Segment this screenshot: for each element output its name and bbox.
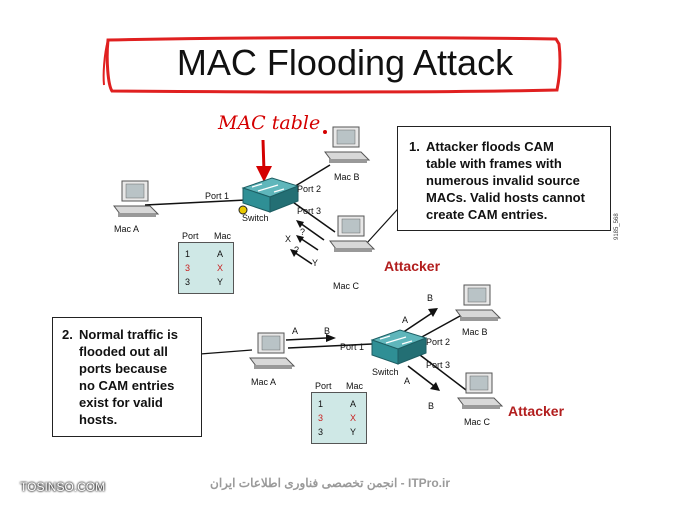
flood-up-label-a: A	[402, 315, 409, 325]
callout-1-line: Attacker floods CAM	[426, 139, 554, 154]
label-mac-b-top: Mac B	[334, 172, 360, 182]
flood-down-label-b: B	[428, 401, 435, 411]
callout-2-number: 2.	[62, 327, 73, 342]
label-port1-bottom: Port 1	[340, 342, 365, 352]
callout-1-line: MACs. Valid hosts cannot	[426, 190, 585, 205]
callout-2-line: hosts.	[79, 412, 118, 427]
pc-icon-mac-b	[455, 284, 502, 321]
cam-header-port-top: Port	[182, 231, 199, 241]
label-mac-c-top: Mac C	[333, 281, 360, 291]
label-mac-a-top: Mac A	[114, 224, 140, 234]
callout-1-line: table with frames with	[426, 156, 562, 171]
label-port1-top: Port 1	[205, 191, 230, 201]
cam-table-top: 1 A 3 X 3 Y	[178, 242, 234, 294]
callout-2-line: flooded out all	[79, 344, 168, 359]
callout-1-number: 1.	[409, 139, 420, 154]
cam-cell: Y	[217, 277, 224, 287]
label-port2-bottom: Port 2	[426, 337, 451, 347]
cam-cell: X	[217, 263, 224, 273]
flow-label-a: A	[292, 326, 299, 336]
switch-icon	[370, 329, 428, 365]
label-mac-b-bottom: Mac B	[462, 327, 488, 337]
label-port3-top: Port 3	[297, 206, 322, 216]
callout-2-line: exist for valid	[79, 395, 163, 410]
pc-icon-mac-b	[324, 126, 371, 163]
label-mac-c-bottom: Mac C	[464, 417, 491, 427]
flood-down-label-a: A	[404, 376, 411, 386]
footer-watermark-left: TOSINSO.COM	[20, 480, 106, 494]
cam-cell: 1	[185, 249, 191, 259]
callout-2-line: ports because	[79, 361, 168, 376]
attacker-label-top: Attacker	[384, 258, 441, 274]
cam-header-port-bottom: Port	[315, 381, 332, 391]
cam-cell: A	[217, 249, 224, 259]
cam-cell: X	[350, 413, 357, 423]
cam-cell: 3	[185, 277, 191, 287]
cam-cell: 3	[185, 263, 191, 273]
pc-icon-mac-c	[457, 372, 504, 409]
label-switch-top: Switch	[242, 213, 269, 223]
callout-1-line: create CAM entries.	[426, 207, 548, 222]
cam-cell: 3	[318, 413, 324, 423]
attacker-label-bottom: Attacker	[508, 403, 565, 419]
callout-2-text: Normal traffic is flooded out all ports …	[79, 326, 178, 428]
cam-cell: A	[350, 399, 357, 409]
pc-icon-mac-a	[113, 180, 160, 217]
flood-arrows	[290, 220, 325, 265]
callout-2-line: Normal traffic is	[79, 327, 178, 342]
cam-cell: Y	[350, 427, 357, 437]
label-port2-top: Port 2	[297, 184, 322, 194]
cam-table-bottom: 1 A 3 X 3 Y	[311, 392, 367, 444]
callout-2-line: no CAM entries	[79, 378, 175, 393]
cam-header-mac-bottom: Mac	[346, 381, 364, 391]
label-mac-a-bottom: Mac A	[251, 377, 277, 387]
callout-1-line: numerous invalid source	[426, 173, 580, 188]
page-title: MAC Flooding Attack	[176, 42, 514, 83]
flood-label-y: Y	[312, 258, 319, 268]
cam-header-mac-top: Mac	[214, 231, 232, 241]
footer-watermark-middle: انجمن تخصصی فناوری اطلاعات ایران - ITPro…	[210, 476, 450, 490]
pc-icon-mac-a	[249, 332, 296, 369]
label-port3-bottom: Port 3	[426, 360, 451, 370]
callout-1-text: Attacker floods CAM table with frames wi…	[426, 138, 585, 223]
callout-1: 1. Attacker floods CAM table with frames…	[397, 126, 611, 231]
label-switch-bottom: Switch	[372, 367, 399, 377]
pc-icon-mac-c	[329, 215, 376, 252]
switch-icon	[241, 177, 300, 213]
flood-label-x: X	[285, 234, 292, 244]
flood-label-q1: ?	[300, 227, 306, 237]
cam-cell: 3	[318, 427, 324, 437]
flow-label-b: B	[324, 326, 331, 336]
handwritten-annotation: MAC table	[218, 112, 321, 134]
callout-2: 2. Normal traffic is flooded out all por…	[52, 317, 202, 437]
cam-cell: 1	[318, 399, 324, 409]
flood-label-q2: ?	[294, 245, 300, 255]
flood-up-label-b: B	[427, 293, 434, 303]
